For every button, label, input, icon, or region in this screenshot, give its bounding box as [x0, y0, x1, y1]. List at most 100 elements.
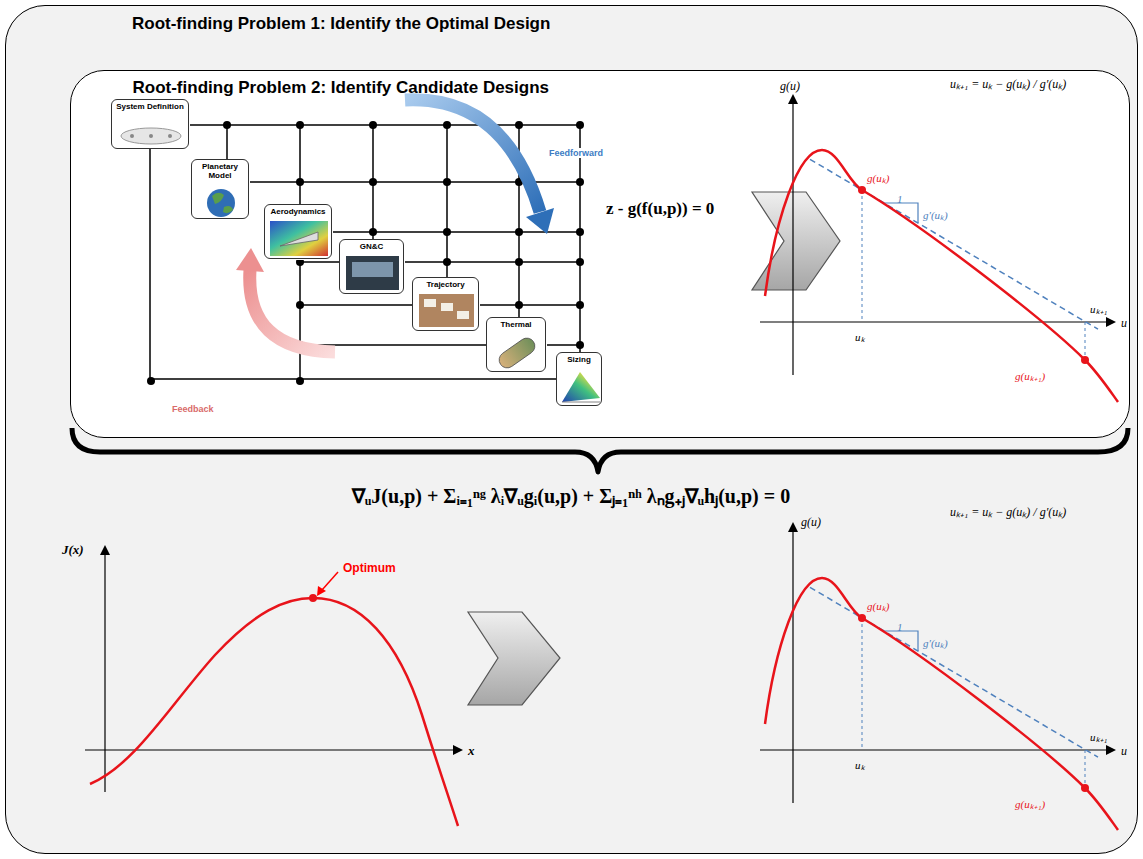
- newton-plot: [1081, 356, 1089, 364]
- axis-label: g(u): [801, 515, 821, 530]
- discipline-icon: [192, 160, 250, 220]
- region-heading: Root-finding Problem 1: Identify the Opt…: [132, 14, 1137, 34]
- objective-plot: [322, 572, 338, 590]
- discipline-icon: [168, 134, 172, 138]
- discipline-icon: [562, 402, 600, 403]
- flow-label: Feedback: [172, 404, 214, 414]
- flow-label: Feedforward: [548, 148, 604, 158]
- newton-plot: [792, 102, 793, 375]
- outer-region: Root-finding Problem 1: Identify the Opt…: [5, 5, 1138, 854]
- newton-plot: [1106, 317, 1116, 327]
- point-label: g(uₖ): [867, 598, 889, 613]
- coupling-dot: [296, 121, 304, 129]
- newton-plot: [760, 94, 1118, 402]
- axis-label: uₖ₊₁: [1090, 301, 1107, 316]
- region-fill: [70, 70, 1130, 438]
- coupling-dot: [296, 301, 304, 309]
- coupling-dot: [576, 228, 584, 236]
- coupling-dot: [515, 228, 523, 236]
- discipline-box: GN&C: [339, 239, 404, 294]
- objective-plot: [317, 586, 326, 596]
- coupling-dot: [443, 178, 451, 186]
- newton-plot: [760, 522, 1118, 830]
- coupling-dot: [515, 121, 523, 129]
- coupling-dot: [369, 121, 377, 129]
- label-anchor: g(uₖ): [867, 168, 889, 186]
- newton-plot: [858, 186, 866, 194]
- label-anchor: x: [468, 741, 475, 759]
- discipline-icon: [457, 311, 469, 319]
- discipline-icon: [352, 262, 393, 277]
- axis-label: x: [468, 743, 475, 759]
- equation: z - g(f(u,p)) = 0: [606, 199, 714, 219]
- point-label: g(uₖ₊₁): [1015, 368, 1045, 383]
- coupling-dot: [369, 178, 377, 186]
- discipline-icon: [112, 100, 190, 150]
- discipline-box: Sizing: [556, 352, 602, 406]
- label-anchor: 1: [897, 617, 903, 635]
- coupling-dot: [443, 121, 451, 129]
- connector-line: [150, 149, 556, 379]
- feedforward-arrow: [526, 208, 554, 234]
- label-anchor: Optimum: [343, 558, 396, 576]
- coupling-dot: [147, 377, 155, 385]
- label-anchor: u: [1121, 741, 1127, 759]
- box-label: GN&C: [342, 242, 401, 251]
- discipline-icon: [557, 353, 603, 407]
- box-label: Aerodynamics: [267, 207, 329, 216]
- label-anchor: g′(uₖ): [923, 205, 948, 223]
- equation: ∇ᵤJ(u,p) + Σᵢ₌₁ⁿᵍ λᵢ∇ᵤgᵢ(u,p) + Σⱼ₌₁ⁿʰ λ…: [352, 482, 790, 509]
- box-label: Trajectory: [415, 280, 476, 289]
- coupling-dot: [369, 228, 377, 236]
- transform-arrow: [468, 612, 560, 705]
- label-anchor: u: [1121, 313, 1127, 331]
- discipline-icon: [270, 221, 328, 256]
- label-anchor: g′(uₖ): [923, 633, 948, 651]
- feedback-arrow: [250, 270, 335, 352]
- label-anchor: ∇ᵤJ(u,p) + Σᵢ₌₁ⁿᵍ λᵢ∇ᵤgᵢ(u,p) + Σⱼ₌₁ⁿʰ λ…: [352, 482, 790, 509]
- grouping-brace: [72, 428, 1128, 472]
- label-anchor: g(u): [801, 512, 821, 530]
- axis-label: uₖ: [855, 757, 865, 772]
- label-anchor: g(uₖ₊₁): [1015, 366, 1045, 384]
- slope-label: 1: [897, 621, 903, 633]
- discipline-icon: [121, 128, 181, 144]
- discipline-box: Trajectory: [412, 277, 479, 331]
- discipline-box: Aerodynamics: [264, 204, 332, 259]
- slope-label: 1: [897, 193, 903, 205]
- label-anchor: uₖ₊₁ = uₖ − g(uₖ) / g′(uₖ): [950, 74, 1066, 92]
- label-anchor: g(u): [780, 76, 800, 94]
- point-label: g(uₖ): [867, 170, 889, 185]
- discipline-icon: [340, 240, 405, 295]
- n2-grid: [300, 231, 580, 233]
- coupling-dot: [576, 258, 584, 266]
- coupling-dot: [443, 258, 451, 266]
- label-anchor: g(uₖ₊₁): [1015, 794, 1045, 812]
- discipline-icon: [130, 134, 134, 138]
- coupling-dot: [443, 228, 451, 236]
- feedforward-arrow: [405, 100, 554, 234]
- newton-plot: [862, 190, 863, 322]
- axis-label: u: [1121, 316, 1127, 331]
- box-label: Sizing: [559, 355, 599, 364]
- discipline-icon: [212, 193, 224, 204]
- discipline-icon: [112, 100, 603, 407]
- label-anchor: J(x): [62, 540, 84, 558]
- discipline-icon: [265, 205, 333, 260]
- axis-label: uₖ₊₁: [1090, 729, 1107, 744]
- coupling-dot: [296, 377, 304, 385]
- label-anchor: Feedback: [172, 398, 214, 416]
- discipline-icon: [441, 303, 453, 311]
- coupling-dot: [576, 178, 584, 186]
- discipline-icon: [496, 335, 538, 371]
- discipline-icon: [413, 278, 480, 332]
- newton-plot: [810, 159, 1098, 329]
- discipline-box: Planetary Model: [191, 159, 249, 219]
- discipline-icon: [562, 372, 600, 402]
- grouping-brace: [72, 428, 1128, 472]
- axis-label: uₖ: [855, 329, 865, 344]
